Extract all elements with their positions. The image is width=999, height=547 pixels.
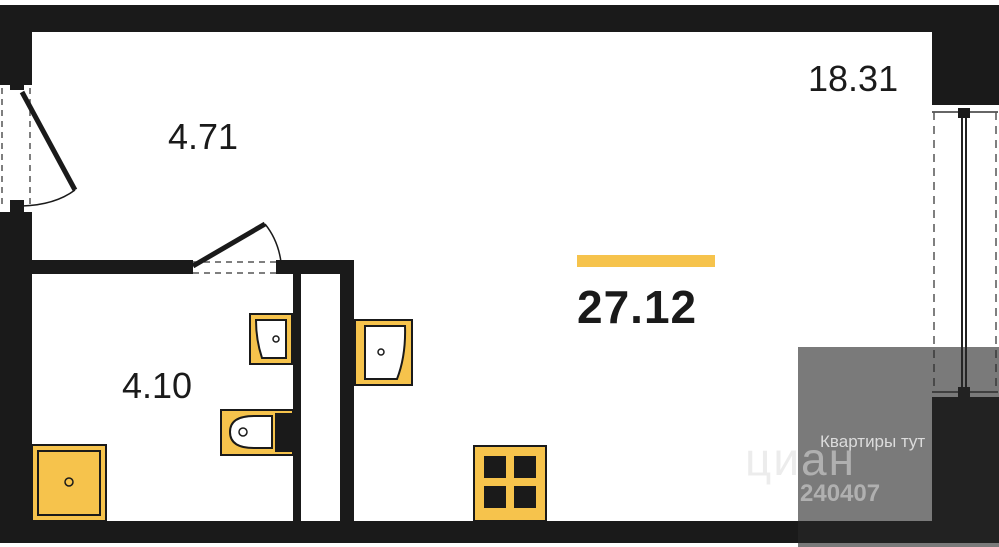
- total-area-accent-bar: [577, 255, 715, 267]
- window: [932, 108, 998, 397]
- watermark-box: [798, 347, 999, 547]
- watermark-listing-id: 240407: [800, 480, 881, 507]
- bathroom-area-label: 4.10: [122, 365, 193, 406]
- bathroom-sink-icon: [249, 313, 293, 365]
- interior-walls: [32, 260, 354, 522]
- bathroom-door: [185, 221, 286, 274]
- toilet-icon: [220, 409, 294, 456]
- total-area-label: 27.12: [577, 281, 698, 333]
- hallway-area-label: 4.71: [168, 116, 239, 157]
- room-area-label: 18.31: [808, 58, 899, 99]
- shower-icon: [31, 444, 107, 522]
- kitchen-sink-icon: [354, 319, 413, 386]
- watermark-brand: Квартиры тут: [820, 432, 926, 451]
- stove-icon: [473, 445, 547, 522]
- entrance-door: [1, 80, 78, 212]
- watermark-cian-logo: циан: [745, 433, 857, 485]
